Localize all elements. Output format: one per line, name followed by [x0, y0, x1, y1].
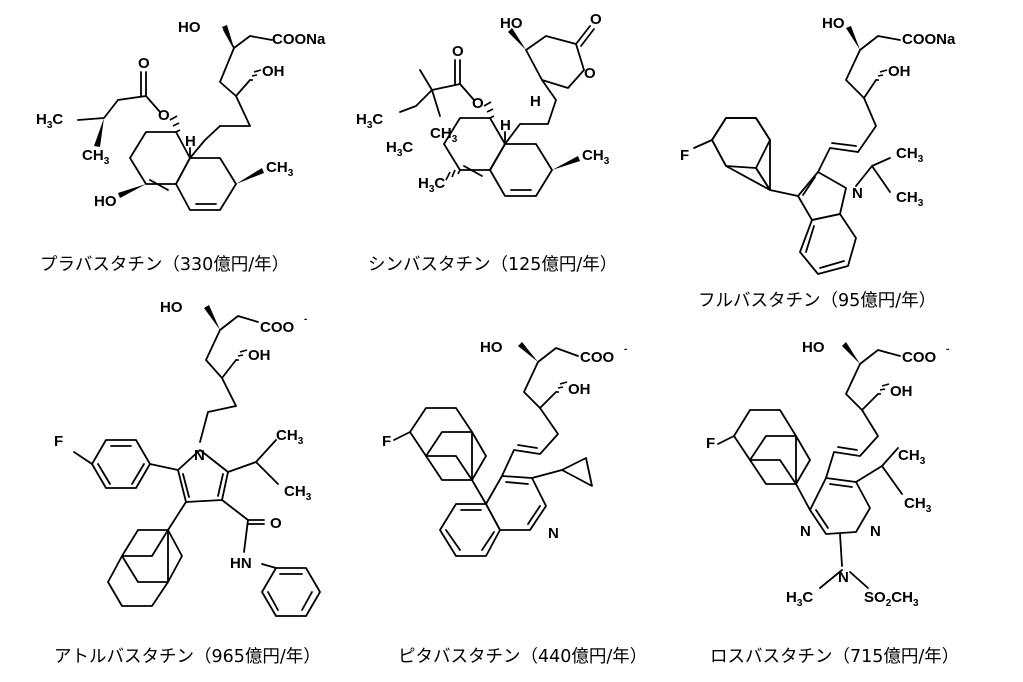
- simvastatin-lactone-ring-o-label: O: [584, 65, 596, 82]
- atorvastatin-ch3-bottom-label: CH3: [284, 483, 312, 503]
- pravastatin-h3c-label: H3C: [36, 111, 63, 131]
- atorvastatin-ch3-top-label: CH3: [276, 427, 304, 447]
- simvastatin-h3c-gem-label: H3C: [386, 139, 413, 159]
- pravastatin-coona-label: COONa: [272, 31, 326, 48]
- rosuvastatin-so2ch3-label: SO2CH3: [864, 589, 919, 609]
- fluvastatin-coona-label: COONa: [902, 31, 956, 48]
- pravastatin-ho-top-label: HO: [178, 19, 201, 36]
- simvastatin-carbonyl-o-label: O: [452, 43, 464, 60]
- fluvastatin-f-label: F: [680, 147, 689, 164]
- rosuvastatin-h3c-label: H3C: [786, 589, 813, 609]
- svg-text:-: -: [946, 344, 949, 355]
- rosuvastatin-oh-label: OH: [890, 383, 913, 400]
- atorvastatin-hn-label: HN: [230, 555, 252, 572]
- simvastatin-ch3-gem-label: CH3: [430, 125, 458, 145]
- rosuvastatin-f-label: F: [706, 435, 715, 452]
- pitavastatin-ho-label: HO: [480, 339, 503, 356]
- pitavastatin-structure: HO COO - OH F N ピタバスタチン（440億円/年）: [382, 339, 647, 667]
- rosuvastatin-n-amine-label: N: [838, 569, 849, 586]
- atorvastatin-caption: アトルバスタチン（965億円/年）: [54, 647, 321, 667]
- pravastatin-carbonyl-o-label: O: [138, 55, 150, 72]
- fluvastatin-ch3-bottom-label: CH3: [896, 189, 924, 209]
- fluvastatin-ho-label: HO: [822, 15, 845, 32]
- simvastatin-h-label: H: [500, 117, 511, 134]
- simvastatin-ch3-ring-label: CH3: [582, 147, 610, 167]
- simvastatin-ester-o-label: O: [472, 95, 484, 112]
- pitavastatin-oh-label: OH: [568, 381, 591, 398]
- fluvastatin-caption: フルバスタチン（95億円/年）: [698, 291, 936, 311]
- rosuvastatin-coo-label: COO: [902, 349, 937, 366]
- pravastatin-oh-label: OH: [262, 63, 285, 80]
- pravastatin-h-label: H: [185, 133, 196, 150]
- rosuvastatin-caption: ロスバスタチン（715億円/年）: [710, 647, 959, 667]
- atorvastatin-structure: HO COO - OH F N CH3 CH3 O HN アトルバスタチン（96…: [54, 299, 321, 667]
- rosuvastatin-n-left-label: N: [800, 523, 811, 540]
- rosuvastatin-ho-label: HO: [802, 339, 825, 356]
- simvastatin-structure: HO O O H O O H3C H3C CH3 H CH3 H3C シンバスタ…: [356, 11, 617, 275]
- pitavastatin-n-label: N: [548, 525, 559, 542]
- pravastatin-ester-o-label: O: [158, 107, 170, 124]
- atorvastatin-oh-label: OH: [248, 347, 271, 364]
- pitavastatin-f-label: F: [382, 433, 391, 450]
- rosuvastatin-ch3-top-label: CH3: [898, 447, 926, 467]
- svg-text:-: -: [624, 344, 627, 355]
- pitavastatin-caption: ピタバスタチン（440億円/年）: [398, 647, 647, 667]
- simvastatin-h3c-ring-label: H3C: [418, 175, 445, 195]
- simvastatin-caption: シンバスタチン（125億円/年）: [368, 255, 617, 275]
- simvastatin-ho-label: HO: [500, 15, 523, 32]
- rosuvastatin-structure: HO COO - OH F CH3 CH3 N N N H3C SO2CH3 ロ…: [706, 339, 959, 667]
- rosuvastatin-ch3-bottom-label: CH3: [904, 495, 932, 515]
- pitavastatin-coo-label: COO: [580, 349, 615, 366]
- pravastatin-structure: HO COONa OH O O H3C CH3 H CH3 HO プラバスタチン…: [36, 19, 326, 275]
- svg-text:-: -: [304, 314, 307, 325]
- pravastatin-ch3-ring-label: CH3: [266, 159, 294, 179]
- pravastatin-ho-ring-label: HO: [94, 193, 117, 210]
- fluvastatin-n-label: N: [852, 185, 863, 202]
- pravastatin-caption: プラバスタチン（330億円/年）: [40, 255, 289, 275]
- fluvastatin-oh-label: OH: [888, 63, 911, 80]
- atorvastatin-f-label: F: [54, 433, 63, 450]
- rosuvastatin-n-right-label: N: [870, 523, 881, 540]
- atorvastatin-n-label: N: [194, 447, 205, 464]
- pravastatin-ch3-branch-label: CH3: [82, 147, 110, 167]
- fluvastatin-ch3-top-label: CH3: [896, 145, 924, 165]
- atorvastatin-ho-label: HO: [160, 299, 183, 316]
- atorvastatin-amide-o-label: O: [270, 515, 282, 532]
- simvastatin-lactone-carbonyl-o-label: O: [590, 11, 602, 28]
- atorvastatin-coo-label: COO: [260, 319, 295, 336]
- simvastatin-h3c-ethyl-label: H3C: [356, 111, 383, 131]
- simvastatin-lactone-h-label: H: [530, 93, 541, 110]
- fluvastatin-structure: HO COONa OH F N CH3 CH3 フルバスタチン（95億円/年）: [680, 15, 956, 311]
